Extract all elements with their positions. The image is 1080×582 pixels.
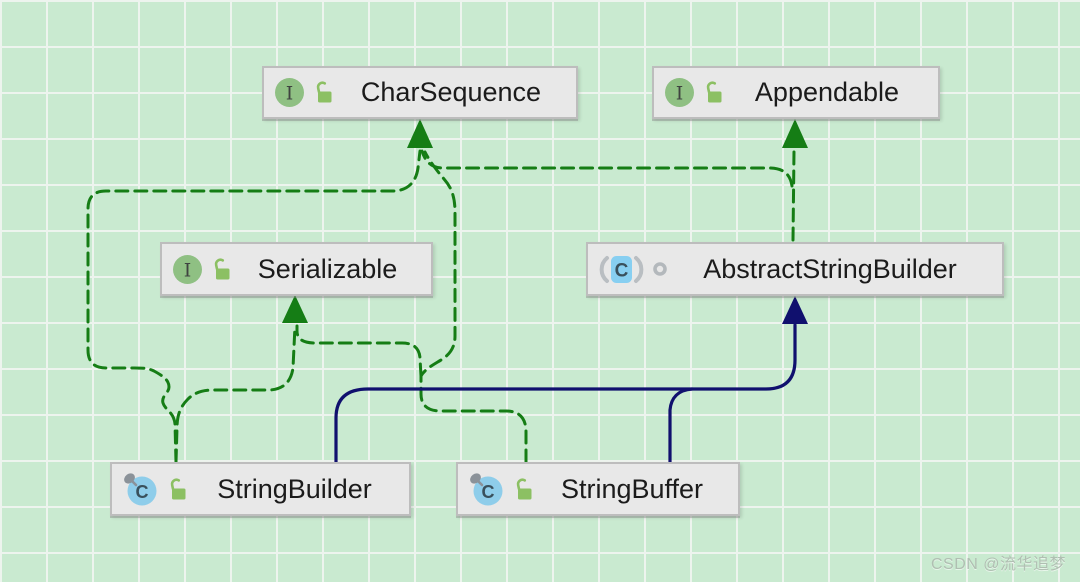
arrowhead-to-appendable: [782, 119, 808, 148]
node-label: StringBuilder: [217, 473, 372, 504]
svg-text:C: C: [615, 260, 629, 281]
class-node-abstractstringbuilder[interactable]: C AbstractStringBuilder: [586, 242, 1004, 296]
abstract-class-icon: C: [599, 255, 644, 283]
edge-stringbuffer-implements-charsequence[interactable]: [419, 150, 528, 464]
unlocked-icon: [316, 81, 332, 103]
node-icons: I: [172, 254, 234, 285]
csdn-watermark: CSDN @流华追梦: [930, 556, 1066, 573]
edge-abstractstringbuilder-implements-charsequence[interactable]: [420, 149, 794, 188]
class-node-appendable[interactable]: I Appendable: [652, 66, 940, 119]
svg-text:C: C: [482, 482, 495, 502]
svg-text:I: I: [184, 259, 192, 281]
arrowhead-to-serializable: [282, 295, 308, 323]
node-label: AbstractStringBuilder: [703, 253, 957, 284]
final-class-pin-icon: C: [470, 472, 503, 505]
node-label: Serializable: [257, 253, 398, 284]
svg-text:I: I: [286, 83, 294, 105]
node-label: CharSequence: [360, 77, 542, 107]
svg-text:I: I: [676, 83, 684, 105]
arrowhead-to-charsequence: [407, 119, 433, 148]
class-node-stringbuffer[interactable]: C StringBuffer: [456, 462, 740, 516]
unlocked-icon: [706, 81, 722, 103]
package-private-ring-icon: [653, 262, 667, 276]
interface-icon: I: [173, 254, 202, 284]
interface-icon: I: [275, 78, 304, 107]
unlocked-icon: [516, 478, 532, 499]
final-class-pin-icon: C: [124, 472, 157, 505]
edge-stringbuilder-implements-charsequence[interactable]: [86, 149, 422, 464]
svg-text:C: C: [136, 482, 149, 502]
node-icons: I: [274, 77, 336, 108]
node-icons: C: [598, 254, 668, 285]
node-icons: I: [664, 77, 726, 108]
class-node-charsequence[interactable]: I CharSequence: [262, 66, 578, 119]
node-label: Appendable: [754, 77, 900, 107]
node-label: StringBuffer: [560, 473, 704, 504]
class-node-stringbuilder[interactable]: C StringBuilder: [110, 462, 411, 516]
edge-stringbuilder-implements-serializable[interactable]: [174, 324, 297, 464]
interface-icon: I: [665, 78, 694, 107]
edge-abstractstringbuilder-implements-appendable[interactable]: [791, 149, 796, 242]
edge-stringbuffer-extends-abstractstringbuilder[interactable]: [668, 387, 694, 464]
node-icons: C: [468, 472, 536, 507]
node-icons: C: [122, 472, 190, 507]
class-node-serializable[interactable]: I Serializable: [160, 242, 433, 296]
arrowhead-to-abstractstringbuilder: [782, 296, 808, 324]
unlocked-icon: [170, 478, 186, 499]
edge-stringbuffer-implements-serializable[interactable]: [295, 324, 423, 378]
unlocked-icon: [214, 258, 230, 279]
edge-stringbuilder-extends-abstractstringbuilder[interactable]: [334, 323, 797, 464]
